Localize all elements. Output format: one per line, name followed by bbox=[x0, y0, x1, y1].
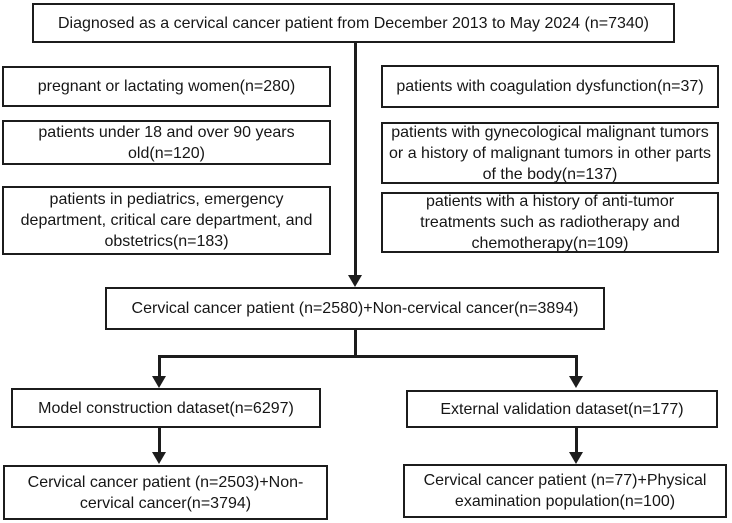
flow-box-exclusion-age: patients under 18 and over 90 years old(… bbox=[2, 120, 331, 165]
flow-box-diagnosed-label: Diagnosed as a cervical cancer patient f… bbox=[58, 14, 649, 32]
flow-box-external-validation-dataset: External validation dataset(n=177) bbox=[406, 390, 718, 428]
flow-box-exclusion-pregnant-label: pregnant or lactating women(n=280) bbox=[37, 78, 296, 95]
connector-branch-to-external bbox=[575, 355, 578, 377]
flow-box-exclusion-antitumor-treatment-label: patients with a history of anti-tumor tr… bbox=[420, 193, 680, 252]
connector-top-to-combined bbox=[354, 43, 357, 276]
flow-box-model-population-label: Cervical cancer patient (n=2503)+Non-cer… bbox=[27, 473, 304, 512]
flow-box-exclusion-departments-label: patients in pediatrics, emergency depart… bbox=[20, 191, 313, 250]
arrow-down-icon bbox=[152, 376, 166, 388]
flow-box-exclusion-age-label: patients under 18 and over 90 years old(… bbox=[38, 123, 295, 162]
flow-box-exclusion-malignant-tumors: patients with gynecological malignant tu… bbox=[381, 122, 719, 184]
flow-box-model-construction-dataset: Model construction dataset(n=6297) bbox=[11, 388, 321, 428]
connector-external-to-population bbox=[575, 428, 578, 453]
connector-branch-to-model bbox=[158, 355, 161, 377]
flow-box-exclusion-pregnant: pregnant or lactating women(n=280) bbox=[2, 66, 331, 107]
arrow-down-icon bbox=[569, 452, 583, 464]
flow-box-external-population: Cervical cancer patient (n=77)+Physical … bbox=[403, 464, 727, 518]
flow-box-combined-cohort-label: Cervical cancer patient (n=2580)+Non-cer… bbox=[131, 300, 579, 317]
connector-branch-horizontal bbox=[158, 355, 578, 358]
flow-box-exclusion-departments: patients in pediatrics, emergency depart… bbox=[2, 186, 331, 255]
flow-box-model-construction-dataset-label: Model construction dataset(n=6297) bbox=[38, 399, 294, 417]
flow-box-external-validation-dataset-label: External validation dataset(n=177) bbox=[440, 400, 684, 418]
flow-box-diagnosed: Diagnosed as a cervical cancer patient f… bbox=[32, 3, 675, 43]
flow-box-exclusion-antitumor-treatment: patients with a history of anti-tumor tr… bbox=[381, 192, 719, 253]
arrow-down-icon bbox=[348, 275, 362, 287]
flow-box-exclusion-coagulation-label: patients with coagulation dysfunction(n=… bbox=[396, 78, 704, 95]
flow-box-combined-cohort: Cervical cancer patient (n=2580)+Non-cer… bbox=[105, 287, 605, 330]
flow-box-model-population: Cervical cancer patient (n=2503)+Non-cer… bbox=[3, 465, 328, 520]
flow-box-external-population-label: Cervical cancer patient (n=77)+Physical … bbox=[423, 472, 707, 510]
flow-box-exclusion-malignant-tumors-label: patients with gynecological malignant tu… bbox=[389, 123, 711, 183]
flow-box-exclusion-coagulation: patients with coagulation dysfunction(n=… bbox=[381, 65, 719, 108]
connector-combined-stub bbox=[354, 330, 357, 357]
arrow-down-icon bbox=[569, 376, 583, 388]
connector-model-to-population bbox=[158, 428, 161, 453]
arrow-down-icon bbox=[152, 452, 166, 464]
